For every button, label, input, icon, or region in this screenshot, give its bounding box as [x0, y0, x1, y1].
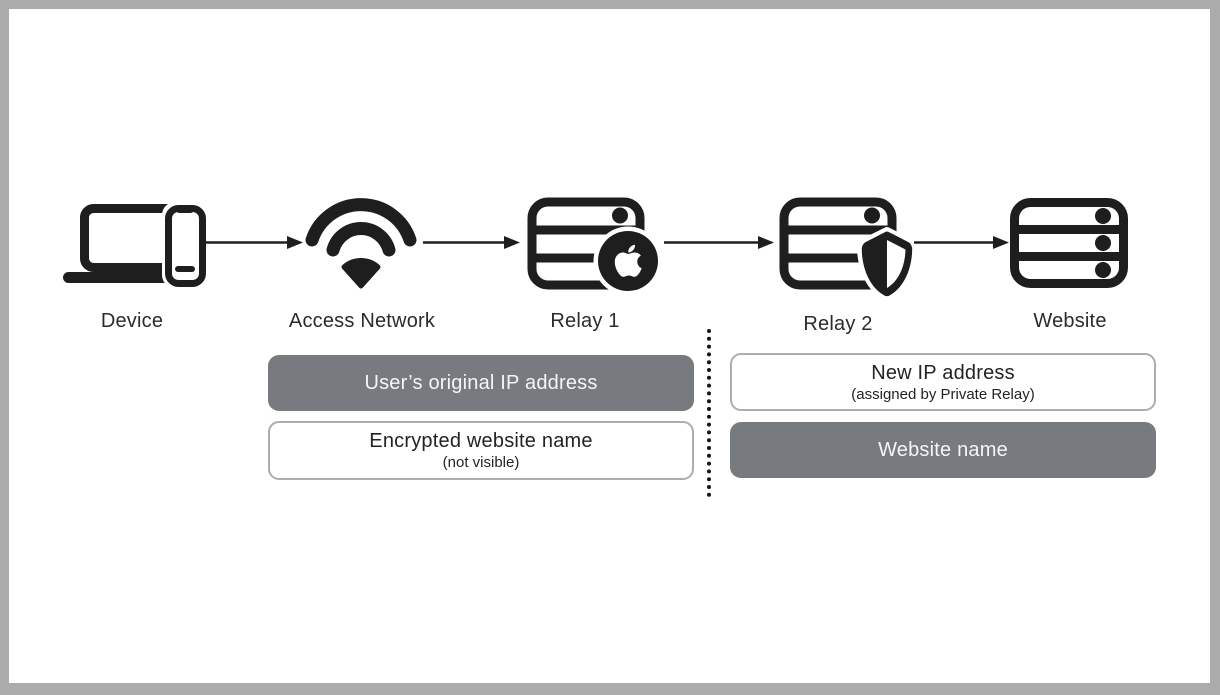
box-new-ip-address: New IP address (assigned by Private Rela… — [730, 353, 1156, 411]
diagram-canvas — [9, 9, 1210, 683]
box-new-ip-address-text: New IP address — [871, 361, 1015, 384]
box-encrypted-website-name-subtext: (not visible) — [442, 454, 520, 471]
arrow-network-to-relay1 — [423, 236, 520, 249]
node-label-device: Device — [100, 310, 164, 332]
box-users-original-ip: User’s original IP address — [268, 355, 694, 411]
server-apple-icon — [527, 197, 662, 296]
laptop-phone-icon — [63, 202, 206, 288]
dotted-separator — [707, 329, 711, 497]
apple-logo-icon — [614, 244, 642, 277]
server-shield-icon — [779, 197, 916, 298]
arrow-relay1-to-relay2 — [664, 236, 774, 249]
node-label-website: Website — [1033, 310, 1107, 332]
node-label-relay-2: Relay 2 — [803, 313, 873, 335]
node-label-access-network: Access Network — [288, 310, 436, 332]
node-label-relay-1: Relay 1 — [550, 310, 620, 332]
box-users-original-ip-text: User’s original IP address — [364, 372, 598, 394]
box-website-name-text: Website name — [878, 439, 1008, 461]
arrow-relay2-to-website — [914, 236, 1009, 249]
shield-halved-icon — [861, 231, 913, 297]
box-new-ip-address-subtext: (assigned by Private Relay) — [851, 385, 1035, 403]
wifi-icon — [305, 198, 417, 289]
box-encrypted-website-name-text: Encrypted website name — [369, 430, 593, 452]
box-website-name: Website name — [730, 422, 1156, 478]
box-encrypted-website-name: Encrypted website name (not visible) — [268, 421, 694, 480]
arrow-device-to-network — [206, 236, 303, 249]
server-stack-icon — [1010, 198, 1128, 288]
